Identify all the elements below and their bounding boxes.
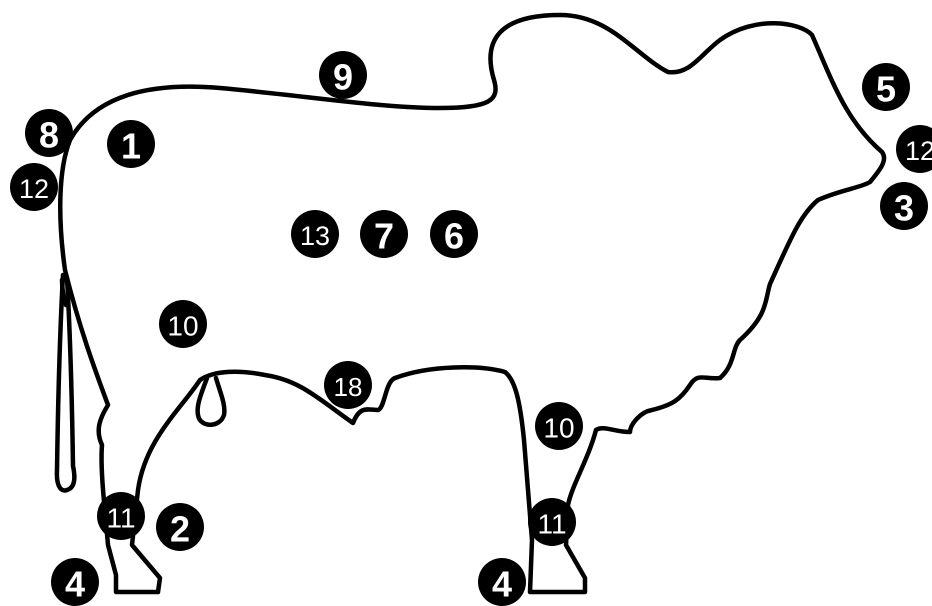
marker-7: 7 — [360, 210, 408, 258]
svg-text:11: 11 — [537, 509, 566, 540]
svg-text:12: 12 — [905, 136, 932, 166]
svg-text:6: 6 — [444, 216, 464, 257]
marker-10-chest: 10 — [535, 402, 583, 450]
marker-11-rear-leg: 11 — [97, 492, 145, 540]
svg-text:10: 10 — [167, 311, 198, 342]
scrotum-outline — [198, 378, 225, 425]
marker-12-nose: 12 — [896, 125, 932, 173]
marker-1: 1 — [107, 120, 155, 168]
svg-text:1: 1 — [121, 126, 141, 167]
marker-2: 2 — [156, 503, 204, 551]
marker-6: 6 — [430, 210, 478, 258]
svg-text:3: 3 — [894, 188, 914, 229]
svg-text:4: 4 — [492, 564, 512, 605]
marker-9: 9 — [319, 51, 367, 99]
svg-text:10: 10 — [543, 413, 574, 444]
tail-outline — [57, 275, 74, 490]
marker-13: 13 — [291, 210, 339, 258]
svg-text:7: 7 — [374, 216, 394, 257]
marker-8: 8 — [25, 109, 73, 157]
svg-text:12: 12 — [19, 174, 49, 204]
marker-18: 18 — [324, 361, 372, 409]
marker-10-rump: 10 — [159, 300, 207, 348]
svg-text:11: 11 — [106, 503, 135, 534]
svg-text:4: 4 — [65, 564, 85, 605]
marker-3: 3 — [880, 182, 928, 230]
marker-5: 5 — [862, 63, 910, 111]
svg-text:9: 9 — [333, 57, 353, 98]
svg-text:18: 18 — [334, 372, 363, 402]
marker-12-tail: 12 — [10, 163, 58, 211]
marker-11-front-leg: 11 — [528, 498, 576, 546]
svg-text:5: 5 — [876, 69, 896, 110]
marker-4-rear-hoof: 4 — [51, 558, 99, 606]
svg-text:13: 13 — [300, 221, 330, 251]
svg-text:2: 2 — [170, 509, 190, 550]
marker-4-front-hoof: 4 — [478, 558, 526, 606]
svg-text:8: 8 — [39, 115, 59, 156]
